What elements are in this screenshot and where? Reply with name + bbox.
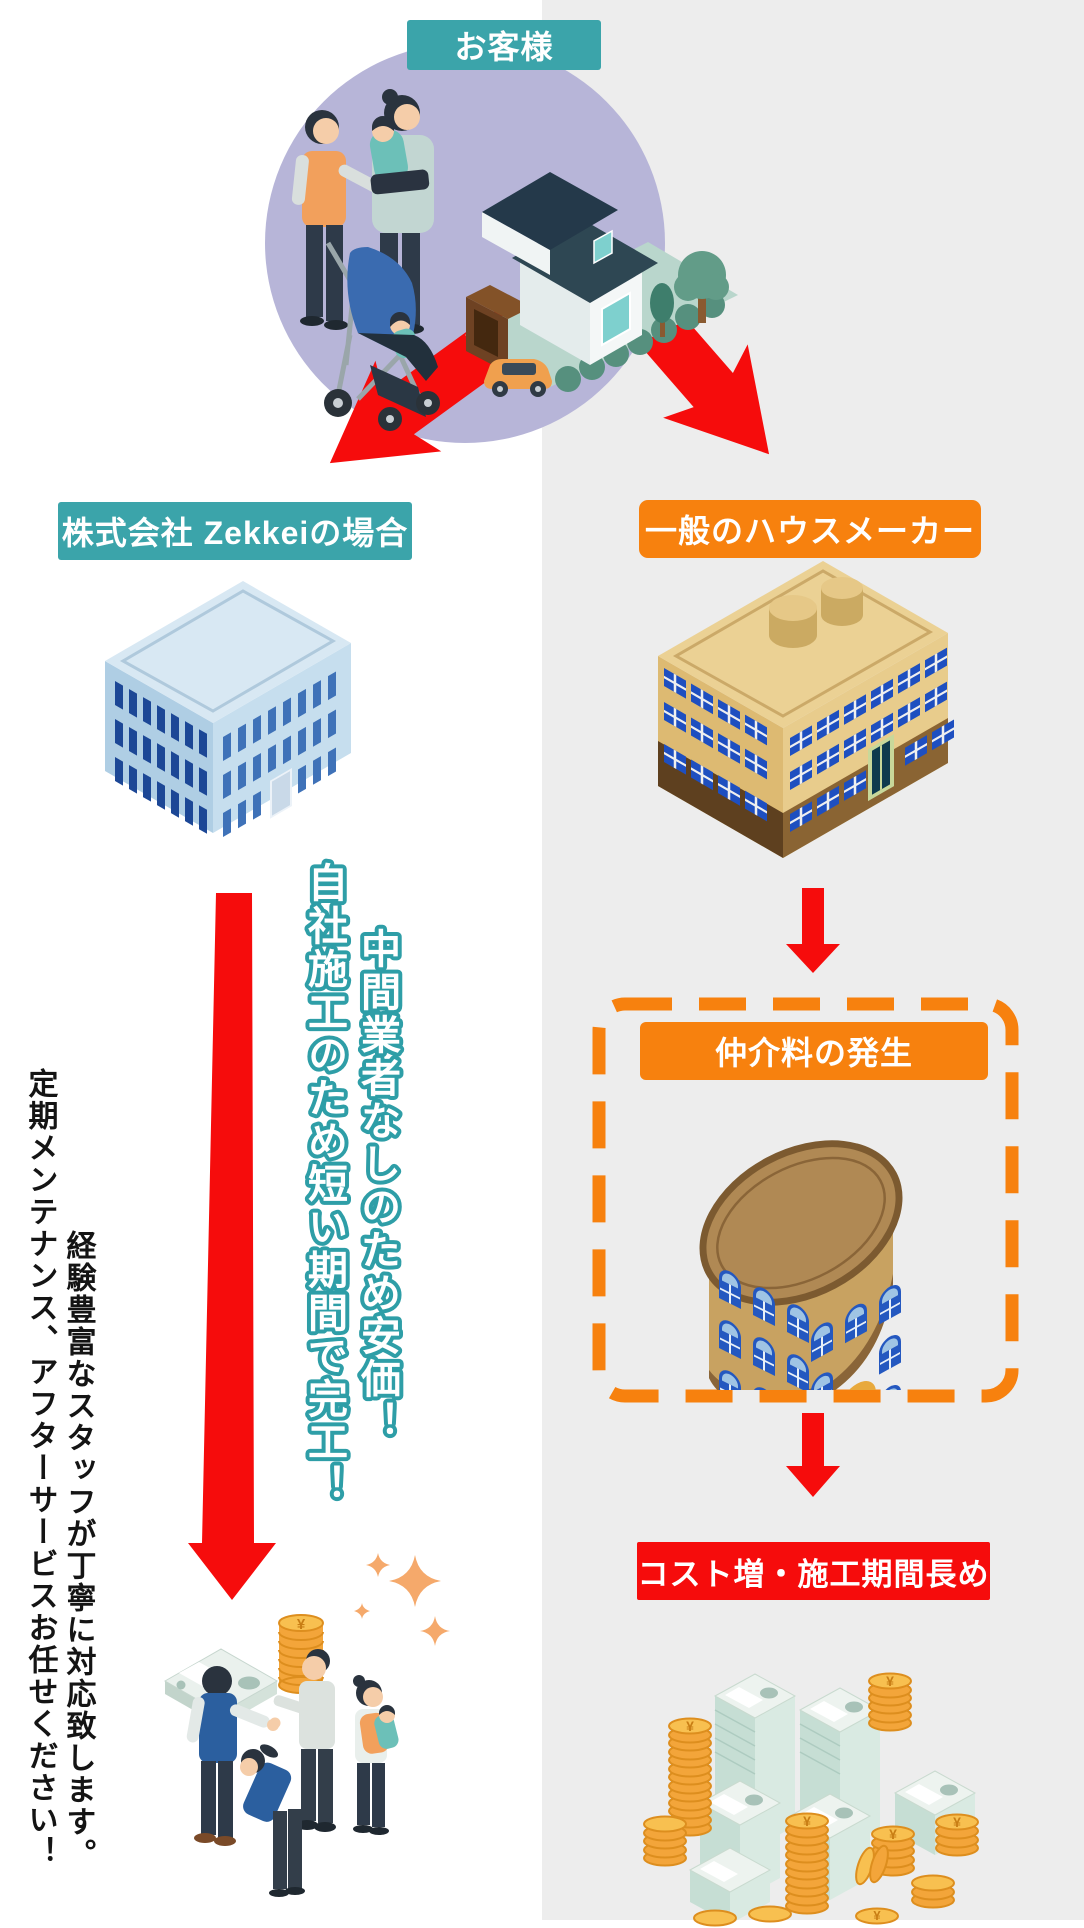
trees bbox=[650, 251, 729, 337]
car-icon bbox=[484, 359, 552, 397]
down-arrow-to-broker bbox=[786, 888, 840, 973]
zekkei-building-illustration bbox=[105, 581, 351, 837]
brokerage-fee-label: 仲介料の発生 bbox=[640, 1022, 988, 1080]
dashed-border-box bbox=[592, 997, 1019, 1403]
house-maker-building-illustration bbox=[658, 561, 956, 858]
entrance-door bbox=[868, 734, 894, 802]
round-roof bbox=[699, 1140, 903, 1306]
windows-right-face bbox=[788, 646, 956, 834]
down-arrow-to-cost bbox=[786, 1413, 840, 1497]
handshake-scene-illustration: ¥ bbox=[163, 1553, 450, 1897]
maintenance-text: 定期メンテナンス、アフターサービスお任せください！ bbox=[23, 1068, 57, 1868]
house-icon bbox=[465, 172, 738, 397]
no-middleman-text: 中間業者なしのため安価！ bbox=[355, 928, 402, 1444]
yen-symbol: ¥ bbox=[886, 1673, 894, 1689]
yen-symbol: ¥ bbox=[686, 1718, 694, 1734]
yen-symbol: ¥ bbox=[873, 1908, 881, 1923]
long-red-arrow bbox=[188, 893, 276, 1600]
banknote-towers bbox=[688, 1673, 977, 1924]
stroller-icon bbox=[324, 241, 440, 431]
yen-symbol: ¥ bbox=[297, 1616, 306, 1633]
broker-building-illustration bbox=[699, 1140, 903, 1390]
yen-symbol: ¥ bbox=[953, 1814, 961, 1830]
yen-symbol: ¥ bbox=[889, 1826, 897, 1842]
bowing-staff bbox=[240, 1744, 305, 1897]
coin-columns: ¥ ¥ ¥ ¥ ¥ ¥ bbox=[643, 1672, 979, 1927]
in-house-construction-text: 自社施工のため短い期間で完工！ bbox=[302, 862, 348, 1507]
yen-symbol: ¥ bbox=[803, 1813, 811, 1829]
experienced-staff-text: 経験豊富なスタッフが丁寧に対応致します。 bbox=[61, 1230, 95, 1870]
cost-increase-label: コスト増・施工期間長め bbox=[637, 1542, 990, 1600]
money-pile-illustration: ¥ ¥ ¥ ¥ ¥ ¥ bbox=[643, 1672, 979, 1927]
customer-gray-shirt bbox=[269, 1649, 336, 1832]
roof-cylinders bbox=[769, 577, 863, 648]
zekkei-case-label: 株式会社 Zekkeiの場合 bbox=[58, 502, 412, 560]
customer-label: お客様 bbox=[407, 20, 601, 70]
general-house-maker-label: 一般のハウスメーカー bbox=[639, 500, 981, 558]
sparkles bbox=[354, 1553, 450, 1646]
entrance-door bbox=[270, 767, 292, 819]
windows-right-face bbox=[223, 671, 336, 837]
customer-family-illustration bbox=[291, 89, 738, 431]
zekkei-benefit-text: 中間業者なしのため安価！ 自社施工のため短い期間で完工！ bbox=[298, 858, 406, 1511]
customer-with-baby bbox=[353, 1675, 399, 1835]
